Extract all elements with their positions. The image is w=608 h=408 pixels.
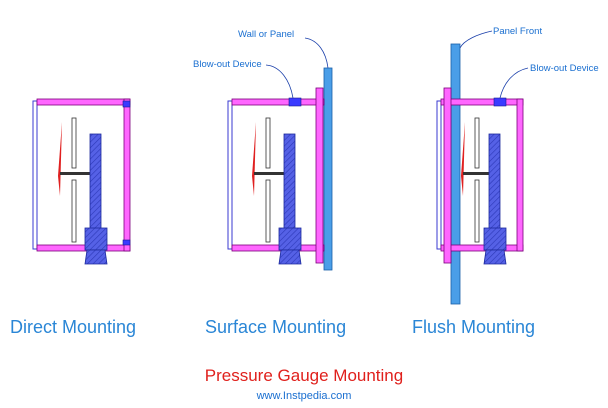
socket-connection bbox=[278, 249, 302, 265]
figure-title: Pressure Gauge Mounting bbox=[205, 366, 403, 385]
socket-connection bbox=[483, 249, 507, 265]
movement-bar bbox=[254, 172, 290, 175]
movement-bar bbox=[60, 172, 96, 175]
bourdon-tube bbox=[89, 133, 102, 233]
leader-blowout-device bbox=[499, 67, 529, 99]
caption-direct-mounting: Direct Mounting bbox=[10, 317, 136, 337]
leader-wall-panel bbox=[304, 37, 329, 69]
gauge-glass bbox=[227, 100, 233, 250]
gauge-flush-mounting bbox=[436, 30, 529, 305]
gauge-housing-top bbox=[231, 98, 325, 106]
blowout-device bbox=[122, 239, 131, 246]
movement-shaft-upper bbox=[265, 117, 271, 169]
wall-panel bbox=[323, 67, 333, 271]
gauge-direct-mounting bbox=[32, 98, 131, 265]
pointer bbox=[252, 122, 256, 196]
socket-connection bbox=[84, 249, 108, 265]
gauge-housing-bottom bbox=[440, 244, 524, 252]
gauge-glass bbox=[32, 100, 38, 250]
gauge-housing-back bbox=[516, 98, 524, 252]
leader-panel-front bbox=[459, 30, 493, 49]
movement-bar bbox=[463, 172, 499, 175]
mounting-flange bbox=[315, 87, 324, 264]
leader-blowout-device bbox=[265, 64, 294, 99]
movement-shaft-lower bbox=[265, 179, 271, 243]
caption-surface-mounting: Surface Mounting bbox=[205, 317, 346, 337]
movement-shaft-lower bbox=[474, 179, 480, 243]
socket bbox=[483, 227, 507, 251]
mounting-flange bbox=[443, 87, 452, 264]
movement-shaft-lower bbox=[71, 179, 77, 243]
bourdon-tube bbox=[488, 133, 501, 233]
gauge-glass bbox=[436, 100, 442, 250]
website-credit: www.Instpedia.com bbox=[256, 390, 352, 402]
label-blowout-device-flush: Blow-out Device bbox=[530, 63, 599, 74]
pointer bbox=[461, 122, 465, 196]
blowout-device bbox=[288, 97, 302, 107]
socket bbox=[278, 227, 302, 251]
label-panel-front: Panel Front bbox=[493, 26, 542, 37]
blowout-device bbox=[122, 100, 131, 108]
caption-flush-mounting: Flush Mounting bbox=[412, 317, 535, 337]
pointer bbox=[58, 122, 62, 196]
bourdon-tube bbox=[283, 133, 296, 233]
movement-shaft-upper bbox=[474, 117, 480, 169]
gauge-housing-back bbox=[123, 98, 131, 252]
label-wall-or-panel: Wall or Panel bbox=[238, 29, 294, 40]
movement-shaft-upper bbox=[71, 117, 77, 169]
gauge-housing-bottom bbox=[231, 244, 325, 252]
label-blowout-device-surface: Blow-out Device bbox=[193, 59, 262, 70]
gauge-surface-mounting bbox=[227, 37, 333, 271]
gauge-housing-top bbox=[36, 98, 131, 106]
gauge-housing-bottom bbox=[36, 244, 131, 252]
blowout-device bbox=[493, 97, 507, 107]
panel-front bbox=[450, 43, 461, 305]
gauge-housing-top bbox=[440, 98, 524, 106]
socket bbox=[84, 227, 108, 251]
